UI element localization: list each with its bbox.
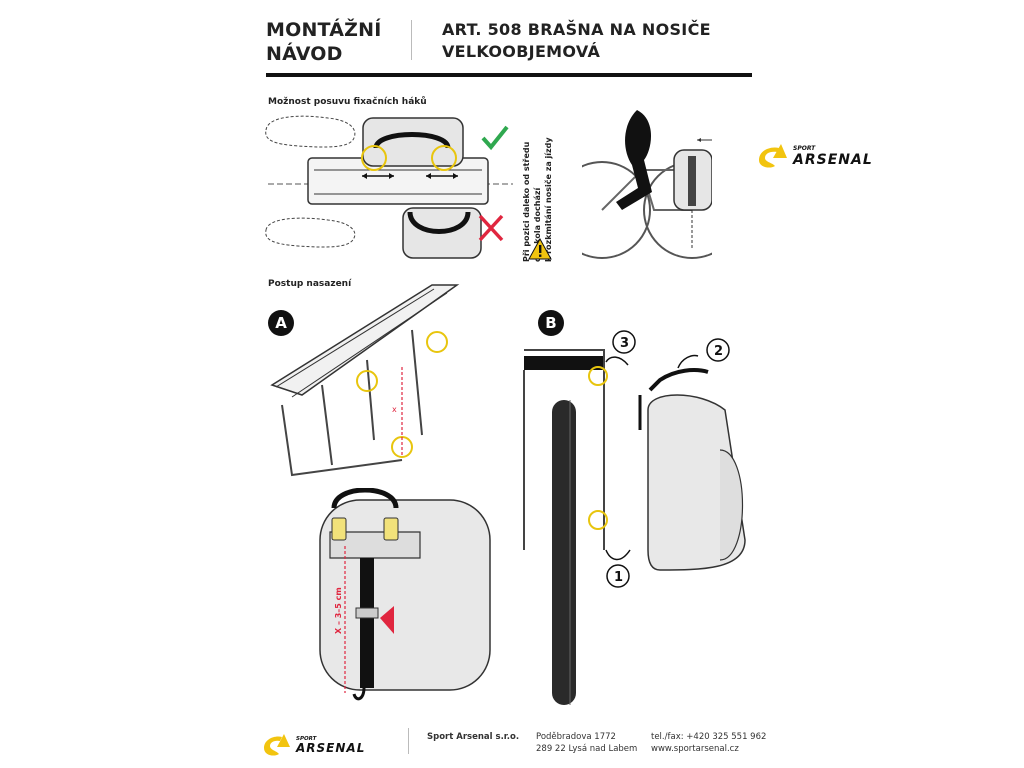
article-title-line2: VELKOOBJEMOVÁ	[442, 41, 600, 63]
footer-address-line2: 289 22 Lysá nad Labem	[536, 743, 637, 755]
arrow-2	[678, 356, 698, 369]
footer-website-link[interactable]: www.sportarsenal.cz	[651, 743, 766, 755]
mount-point-top	[427, 332, 447, 352]
hook-right	[384, 518, 398, 540]
footprint-top	[266, 116, 355, 147]
footer-phone: tel./fax: +420 325 551 962	[651, 731, 766, 743]
pannier-handle	[650, 370, 708, 390]
doc-title-line1: MONTÁŽNÍ	[266, 18, 382, 42]
footer-company-name: Sport Arsenal s.r.o.	[427, 732, 519, 742]
rack-top-bar	[524, 356, 604, 370]
check-icon	[483, 127, 507, 147]
measure-x-label: x	[392, 405, 397, 414]
hook-left	[332, 518, 346, 540]
arrow-1	[606, 550, 630, 559]
header-rule	[266, 73, 752, 77]
measure-x-minus-label: X – 3–5 cm	[334, 587, 343, 634]
footer-divider	[408, 728, 409, 754]
step-2-num: 2	[714, 344, 723, 359]
footer-address: Poděbradova 1772 289 22 Lysá nad Labem	[536, 731, 637, 755]
sport-arsenal-logo: SPORT ARSENAL	[757, 138, 887, 170]
bag-back-view: X – 3–5 cm	[300, 488, 500, 703]
footer-address-line1: Poděbradova 1772	[536, 731, 637, 743]
article-title-line1: ART. 508 BRAŠNA NA NOSIČE	[442, 19, 711, 41]
doc-title-line2: NÁVOD	[266, 42, 343, 66]
footer-logo: SPORT ARSENAL	[262, 730, 392, 756]
mounting-side-view: 3 2 1	[510, 320, 760, 710]
bike-rider-illustration	[582, 110, 712, 265]
step-3-num: 3	[620, 336, 629, 351]
cross-icon	[480, 216, 502, 240]
footer-contact: tel./fax: +420 325 551 962 www.sportarse…	[651, 731, 766, 755]
rack-side-view: x	[262, 275, 477, 490]
mount-point-middle	[357, 371, 377, 391]
section-hooks-label: Možnost posuvu fixačních háků	[268, 97, 427, 107]
footer-company: Sport Arsenal s.r.o.	[427, 731, 519, 743]
header-divider	[411, 20, 412, 60]
arrow-3	[606, 357, 628, 365]
footprint-bottom	[266, 218, 355, 247]
logo-arsenal-text: ARSENAL	[792, 152, 873, 168]
wheel-tire	[552, 400, 576, 705]
step-1-num: 1	[614, 570, 623, 585]
footer-logo-arsenal: ARSENAL	[295, 741, 365, 755]
rider-leg	[616, 110, 652, 210]
logo-sport-text: SPORT	[793, 145, 816, 152]
bag-strap	[360, 558, 374, 688]
warning-icon	[528, 238, 552, 260]
